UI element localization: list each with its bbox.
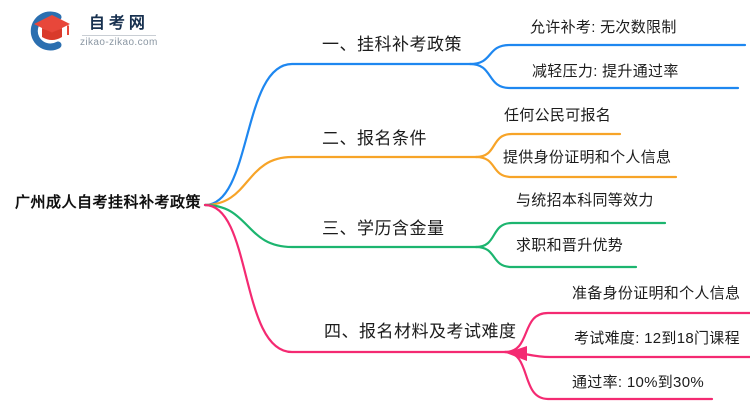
branch4-child-1: 准备身份证明和个人信息: [572, 285, 741, 302]
logo-divider: [81, 35, 156, 37]
branch2-child1-connector: [474, 132, 622, 159]
branch3-connector: [203, 203, 478, 249]
branch4-child2-connector: [503, 350, 750, 359]
branch-label-3: 三、学历含金量: [322, 219, 445, 238]
branch1-child2-connector: [468, 62, 740, 90]
central-topic: 广州成人自考挂科补考政策: [15, 194, 202, 211]
branch4-arrowhead-icon: [506, 346, 527, 361]
branch1-connector: [203, 62, 472, 207]
branch-label-1: 一、挂科补考政策: [322, 35, 462, 54]
branch2-child-1: 任何公民可报名: [504, 107, 612, 124]
site-url: zikao-zikao.com: [80, 37, 158, 49]
bran3-child2-connector: [474, 245, 638, 269]
branch3-child-2: 求职和晋升优势: [516, 237, 624, 254]
branch4-connector: [203, 203, 507, 354]
branch2-connector: [203, 155, 478, 207]
branch2-child-2: 提供身份证明和个人信息: [503, 149, 672, 166]
branch4-child-3: 通过率: 10%到30%: [572, 374, 704, 391]
branch4-child-2: 考试难度: 12到18门课程: [574, 330, 740, 347]
branch1-child-2: 减轻压力: 提升通过率: [532, 63, 679, 80]
branch-label-4: 四、报名材料及考试难度: [324, 322, 517, 341]
branch3-child-1: 与统招本科同等效力: [516, 192, 654, 209]
branch-label-2: 二、报名条件: [322, 129, 427, 148]
branch1-child-1: 允许补考: 无次数限制: [530, 19, 677, 36]
branch3-child1-connector: [474, 221, 667, 249]
graduation-cap-logo-icon: [30, 11, 70, 51]
branch2-child2-connector: [474, 155, 678, 179]
site-logo: 自考网 zikao-zikao.com: [28, 10, 158, 52]
logo-text-block: 自考网 zikao-zikao.com: [80, 14, 158, 48]
site-name: 自考网: [88, 14, 149, 32]
branch1-child1-connector: [468, 43, 747, 66]
branch4-child1-connector: [503, 311, 750, 354]
